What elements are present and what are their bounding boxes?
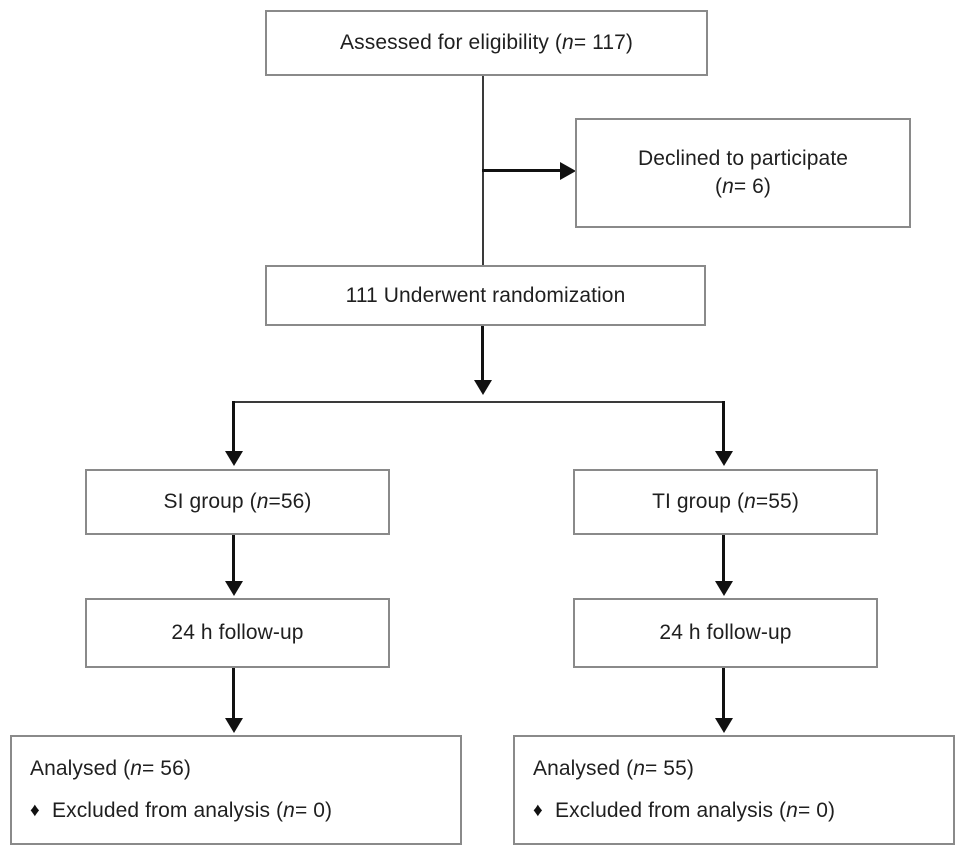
connector-ti-followup-to-analysed [722, 668, 725, 720]
connector-branch-to-declined [482, 169, 562, 172]
node-assessed-for-eligibility: Assessed for eligibility (n= 117) [265, 10, 708, 76]
ti-group-label: TI group (n=55) [652, 490, 799, 514]
diamond-bullet-icon: ♦ [30, 799, 40, 821]
ti-analysed-content: Analysed (n= 55) ♦Excluded from analysis… [533, 755, 835, 838]
declined-line-2: (n= 6) [714, 175, 772, 198]
connector-split-to-si-group [232, 401, 235, 453]
node-declined-to-participate: Declined to participate (n= 6) [575, 118, 911, 228]
arrowhead-randomization-down [474, 380, 492, 395]
node-si-followup: 24 h follow-up [85, 598, 390, 668]
declined-label: Declined to participate (n= 6) [628, 145, 858, 200]
arrowhead-to-declined [560, 162, 576, 180]
italic-n: n [256, 490, 269, 514]
connector-si-followup-to-analysed [232, 668, 235, 720]
italic-n: n [744, 490, 756, 514]
italic-n: n [633, 757, 645, 780]
italic-n: n [722, 175, 734, 198]
assessed-label: Assessed for eligibility (n= 117) [340, 31, 633, 55]
arrowhead-ti-group-to-followup [715, 581, 733, 596]
diamond-bullet-icon: ♦ [533, 799, 543, 821]
node-si-group: SI group (n=56) [85, 469, 390, 535]
connector-ti-group-to-followup [722, 535, 725, 583]
arrowhead-to-si-group [225, 451, 243, 466]
italic-n: n [283, 798, 295, 822]
arrowhead-to-ti-group [715, 451, 733, 466]
connector-randomization-down [481, 325, 484, 382]
ti-followup-label: 24 h follow-up [659, 621, 792, 645]
ti-analysed-count-line: Analysed (n= 55) [533, 757, 694, 780]
ti-excluded-line: ♦Excluded from analysis (n= 0) [533, 798, 836, 822]
node-ti-followup: 24 h follow-up [573, 598, 878, 668]
node-underwent-randomization: 111 Underwent randomization [265, 265, 706, 326]
node-si-analysed: Analysed (n= 56) ♦Excluded from analysis… [10, 735, 462, 845]
italic-n: n [130, 757, 142, 780]
node-ti-group: TI group (n=55) [573, 469, 878, 535]
si-analysed-count-line: Analysed (n= 56) [30, 757, 191, 780]
split-bar [233, 401, 725, 403]
italic-n: n [786, 798, 798, 822]
arrowhead-si-followup-to-analysed [225, 718, 243, 733]
arrowhead-si-group-to-followup [225, 581, 243, 596]
si-group-label: SI group (n=56) [163, 490, 312, 514]
connector-split-to-ti-group [722, 401, 725, 453]
declined-line-1: Declined to participate [637, 147, 849, 171]
randomization-label: 111 Underwent randomization [345, 283, 626, 307]
si-excluded-line: ♦Excluded from analysis (n= 0) [30, 798, 333, 822]
italic-n: n [562, 31, 574, 55]
si-followup-label: 24 h follow-up [171, 621, 304, 645]
node-ti-analysed: Analysed (n= 55) ♦Excluded from analysis… [513, 735, 955, 845]
arrowhead-ti-followup-to-analysed [715, 718, 733, 733]
connector-si-group-to-followup [232, 535, 235, 583]
si-analysed-content: Analysed (n= 56) ♦Excluded from analysis… [30, 755, 332, 838]
